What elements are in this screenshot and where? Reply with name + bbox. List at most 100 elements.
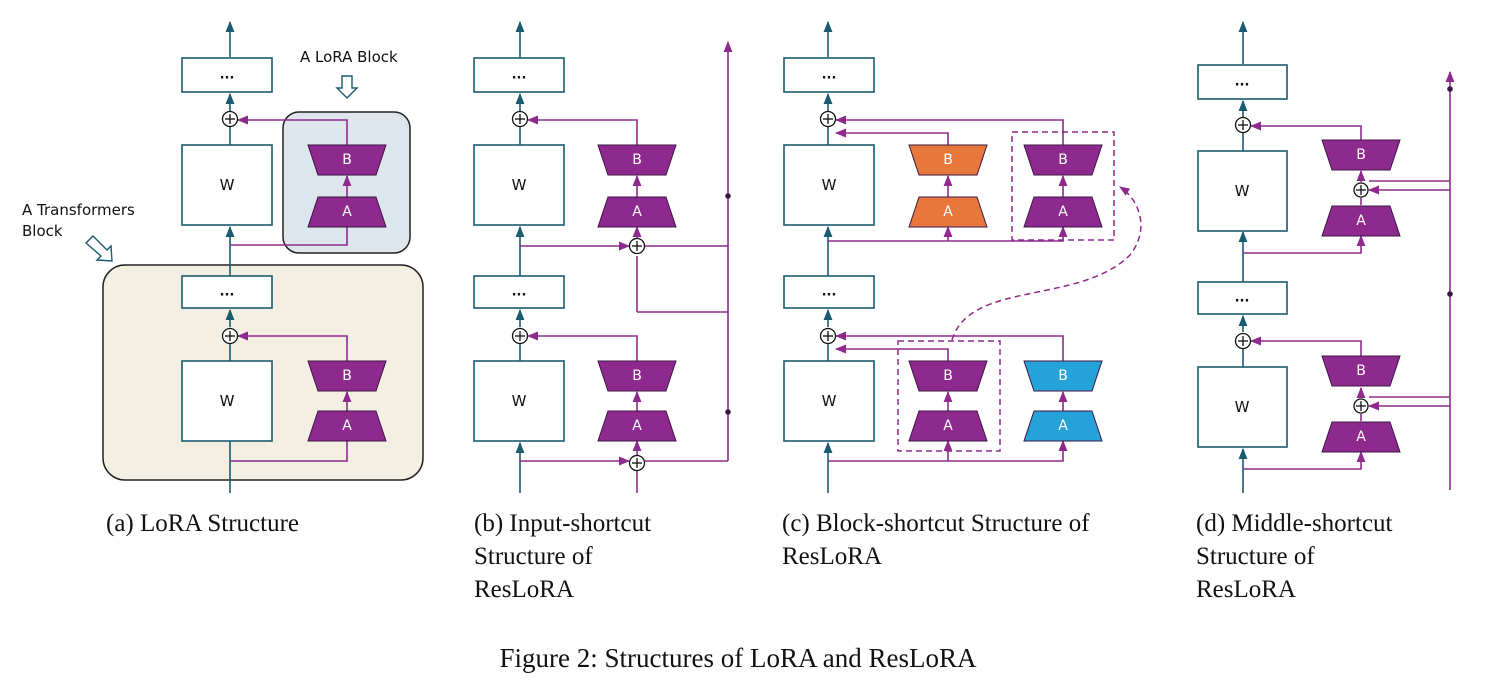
lora-b-label: B [342, 152, 352, 168]
transformers-block-annotation-line1: A Transformers [22, 201, 135, 219]
lora-b-trapezoid [597, 360, 677, 392]
lora-b-label: B [1058, 368, 1068, 384]
lora-b-trapezoid [1023, 360, 1103, 392]
lora-a-trapezoid [307, 410, 387, 442]
lora-b-label: B [943, 152, 953, 168]
transformer-output-box [783, 57, 875, 93]
lora-b-trapezoid [307, 144, 387, 176]
weight-box-upper [783, 144, 875, 226]
ellipsis-label: ... [822, 68, 837, 83]
weight-box-lower [1197, 366, 1288, 448]
lora-a-trapezoid [307, 196, 387, 228]
lora-b-trapezoid [1023, 144, 1103, 176]
lora-a-label: A [342, 204, 352, 220]
block-shortcut-curve-arrow [951, 186, 1142, 341]
plus-node [1234, 332, 1252, 350]
weight-box-upper [1197, 150, 1288, 232]
ellipsis-label: ... [512, 68, 527, 83]
plus-node [511, 327, 529, 345]
weight-label: W [220, 392, 235, 410]
selected-lora-dashed-lower [897, 340, 1001, 452]
plus-node [819, 110, 837, 128]
transformer-middle-box [783, 275, 875, 309]
lora-a-label: A [943, 418, 953, 434]
lora-a-label: A [632, 418, 642, 434]
plus-node [511, 110, 529, 128]
weight-label: W [220, 176, 235, 194]
weight-label: W [822, 392, 837, 410]
lora-b-trapezoid [908, 360, 988, 392]
caption-d-line3: ResLoRA [1196, 576, 1296, 603]
ellipsis-label: ... [220, 285, 235, 300]
plus-node [628, 454, 646, 472]
lora-a-trapezoid [1023, 196, 1103, 228]
lora-b-label: B [342, 368, 352, 384]
caption-b-line2: Structure of [474, 543, 593, 570]
caption-c-line1: (c) Block-shortcut Structure of [782, 510, 1090, 537]
lora-b-label: B [632, 152, 642, 168]
transformer-output-box [181, 57, 273, 93]
plus-node [221, 327, 239, 345]
ellipsis-label: ... [1235, 75, 1250, 90]
weight-label: W [512, 392, 527, 410]
lora-b-trapezoid [908, 144, 988, 176]
lora-a-trapezoid [1023, 410, 1103, 442]
transformer-middle-box [181, 275, 273, 309]
panel-c-block-shortcut: ... W ... W A B A B A B A [783, 20, 1142, 493]
plus-node [628, 237, 646, 255]
caption-b-line3: ResLoRA [474, 576, 574, 603]
weight-box-lower [181, 360, 273, 442]
lora-b-trapezoid [597, 144, 677, 176]
down-arrow-icon [335, 75, 359, 99]
lora-a-trapezoid [908, 196, 988, 228]
panel-a-lora-structure: ... W ... W A B A B A LoRA Bloc [22, 20, 424, 493]
ellipsis-label: ... [822, 285, 837, 300]
caption-d-line2: Structure of [1196, 543, 1315, 570]
caption-d-line1: (d) Middle-shortcut [1196, 510, 1393, 537]
lora-b-trapezoid [307, 360, 387, 392]
transformer-middle-box [473, 275, 565, 309]
lora-a-label: A [632, 204, 642, 220]
lora-a-trapezoid [597, 410, 677, 442]
transformer-middle-box [1197, 281, 1288, 315]
weight-label: W [822, 176, 837, 194]
weight-label: W [512, 176, 527, 194]
ellipsis-label: ... [220, 68, 235, 83]
lora-b-label: B [1058, 152, 1068, 168]
transformer-output-box [1197, 64, 1288, 100]
down-right-arrow-icon [84, 235, 113, 262]
lora-b-label: B [1356, 363, 1366, 379]
lora-a-label: A [1356, 429, 1366, 445]
plus-node [1353, 398, 1369, 414]
weight-box-lower [473, 360, 565, 442]
lora-a-label: A [342, 418, 352, 434]
lora-block-annotation: A LoRA Block [300, 48, 398, 66]
plus-node [221, 110, 239, 128]
lora-a-label: A [1058, 204, 1068, 220]
lora-b-trapezoid [1321, 355, 1401, 387]
plus-node [1353, 182, 1369, 198]
lora-b-label: B [943, 368, 953, 384]
weight-box-upper [181, 144, 273, 226]
lora-a-trapezoid [908, 410, 988, 442]
ellipsis-label: ... [1235, 291, 1250, 306]
weight-label: W [1235, 182, 1250, 200]
plus-node [819, 327, 837, 345]
caption-b-line1: (b) Input-shortcut [474, 510, 651, 537]
caption-c-line2: ResLoRA [782, 543, 882, 570]
transformer-output-box [473, 57, 565, 93]
weight-label: W [1235, 398, 1250, 416]
lora-b-label: B [632, 368, 642, 384]
figure-caption: Figure 2: Structures of LoRA and ResLoRA [500, 643, 977, 673]
ellipsis-label: ... [512, 285, 527, 300]
lora-b-trapezoid [1321, 139, 1401, 171]
weight-box-lower [783, 360, 875, 442]
lora-a-trapezoid [597, 196, 677, 228]
lora-a-label: A [1356, 213, 1366, 229]
weight-box-upper [473, 144, 565, 226]
lora-a-trapezoid [1321, 205, 1401, 237]
selected-lora-dashed-upper [1011, 131, 1115, 241]
panel-d-middle-shortcut: ... W ... W A B A B [1197, 20, 1455, 493]
lora-a-trapezoid [1321, 421, 1401, 453]
